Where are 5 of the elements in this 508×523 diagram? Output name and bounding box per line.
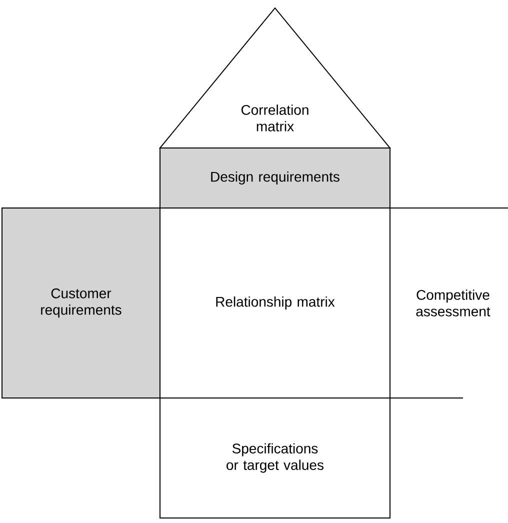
matrix-box: Design requirements: [160, 148, 390, 208]
matrix-box: Competitive assessment: [390, 208, 508, 398]
matrix-box: Customer requirements: [2, 208, 160, 398]
matrix-box: Relationship matrix: [160, 208, 390, 398]
matrix-box: Specifications or target values: [160, 398, 390, 518]
